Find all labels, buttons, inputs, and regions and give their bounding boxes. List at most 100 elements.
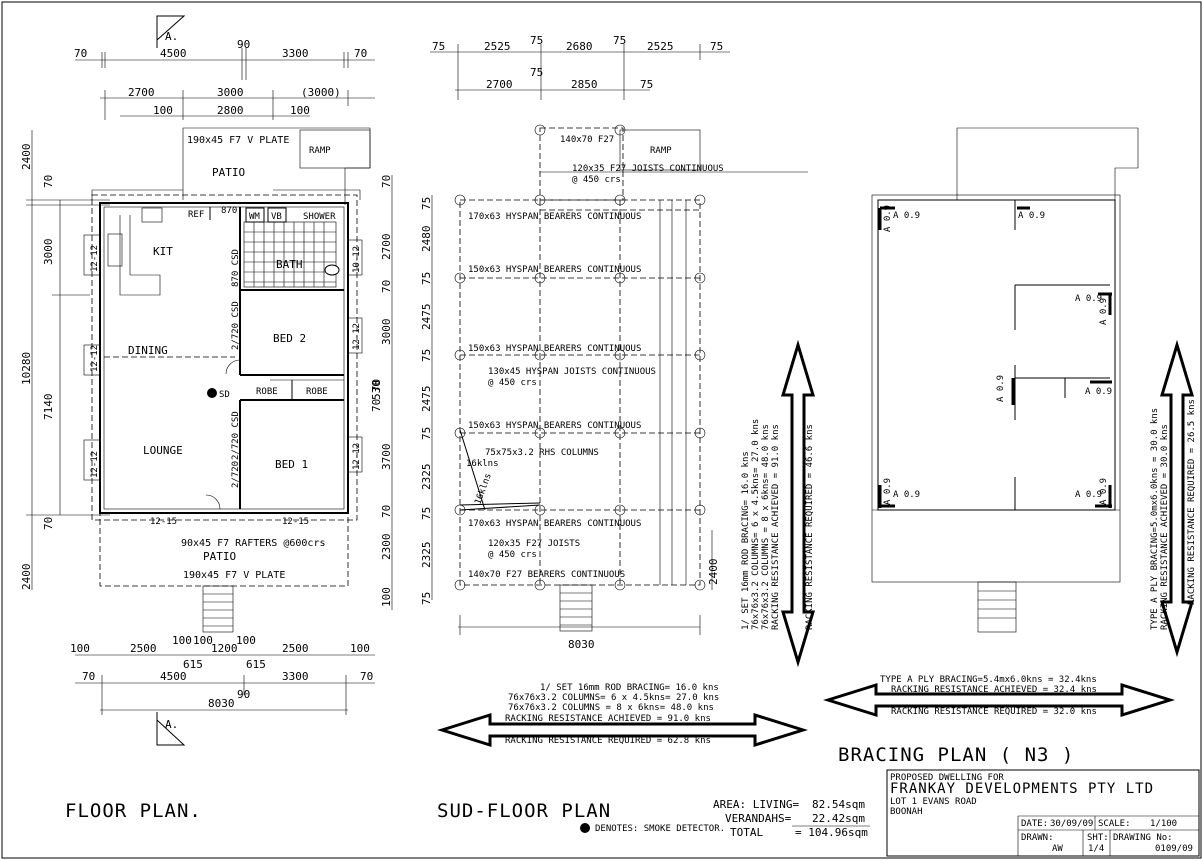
sdim-left-9: 75 — [420, 592, 433, 605]
tb-sht-value: 1/4 — [1088, 844, 1104, 854]
dining-label: DINING — [128, 344, 168, 357]
stairs-floor — [202, 585, 234, 633]
subfloor-piers — [454, 124, 706, 591]
sf-required: RACKING RESISTANCE REQUIRED = 62.8 kns — [505, 736, 711, 746]
legend-smoke-icon — [580, 823, 590, 833]
subfloor-bracing-notes: 1/ SET 16mm ROD BRACING= 16.0 kns 76x76x… — [436, 683, 809, 748]
sdim-top1-1: 2525 — [484, 40, 511, 53]
ramp-top — [299, 129, 371, 169]
sf-label-9: 150x63 HYSPAN BEARERS CONTINUOUS — [468, 421, 641, 431]
dim-right-1: 2700 — [380, 234, 393, 261]
br-vnote-0: TYPE A PLY BRACING=5.0mx6.0kns = 30.0 kn… — [1150, 408, 1160, 630]
dimb1-1: 2500 — [130, 642, 157, 655]
section-marker-top: A. — [156, 15, 186, 48]
br-note-0: TYPE A PLY BRACING=5.4mx6.0kns = 32.4kns — [880, 675, 1097, 685]
sdim-left-7: 2325 — [420, 464, 433, 491]
dimb2-0: 70 — [82, 670, 95, 683]
dimb2-2: 90 — [237, 688, 250, 701]
sf-label-10: 75x75x3.2 RHS COLUMNS — [485, 448, 599, 458]
tb-sht-label: SHT: — [1087, 833, 1109, 843]
subfloor-frame — [454, 124, 808, 632]
kit-label: KIT — [153, 245, 173, 258]
ply-1: A 0.9 — [883, 205, 893, 232]
section-label-bottom: A. — [165, 718, 178, 731]
rafters-label: 90x45 F7 RAFTERS @600crs — [181, 538, 326, 549]
subfloor-labels: 140x70 F27 RAMP 120x35 F27 JOISTS CONTIN… — [466, 135, 724, 580]
subfloor-vertical-notes: 1/ SET 16mm ROD BRACING= 16.0 kns 76x76x… — [741, 339, 816, 668]
patio-bottom-label: PATIO — [203, 550, 236, 563]
dim-left-2: 3000 — [42, 239, 55, 266]
sf-vnote-0: 1/ SET 16mm ROD BRACING= 16.0 kns — [741, 451, 751, 630]
dim-left-1: 70 — [42, 175, 55, 188]
dim-top3-0: 100 — [153, 104, 173, 117]
dim-top3-2: 100 — [290, 104, 310, 117]
ply-panels — [878, 206, 1112, 508]
dim-left-0: 2400 — [20, 144, 33, 171]
sdim-left-7b: 75 — [420, 507, 433, 520]
br-required: RACKING RESISTANCE REQUIRED = 32.0 kns — [891, 707, 1097, 717]
subfloor-plan-title: SUD-FLOOR PLAN — [437, 800, 611, 822]
sf-label-16: 140x70 F27 BEARERS CONTINUOUS — [468, 570, 625, 580]
area-summary: AREA: LIVING= 82.54sqm VERANDAHS= 22.42s… — [580, 798, 870, 839]
dim-top1-4: 70 — [354, 47, 367, 60]
sf-vnote-1: 76x76x3.2 COLUMNS= 6 x 4.5kns= 27.0 kns — [751, 419, 761, 630]
area-verandahs-value: 22.42sqm — [812, 812, 865, 825]
area-living-value: 82.54sqm — [812, 798, 865, 811]
dim-right-0: 70 — [380, 175, 393, 188]
subfloor-dims-left: 75 2480 75 2475 75 2475 75 2325 75 2325 … — [420, 195, 433, 605]
bracing-vertical-notes: TYPE A PLY BRACING=5.0mx6.0kns = 30.0 kn… — [1150, 339, 1197, 658]
bed1-label: BED 1 — [275, 458, 308, 471]
tb-address1: LOT 1 EVANS ROAD — [890, 797, 977, 807]
ply-10: A 0.9 — [1099, 478, 1109, 505]
sf-label-7: 130x45 HYSPAN JOISTS CONTINUOUS — [488, 367, 656, 377]
window-labels: 12-12 12-12 12-12 10-12 12-12 12-12 12-1… — [83, 234, 363, 527]
sf-label-4: 170x63 HYSPAN BEARERS CONTINUOUS — [468, 212, 641, 222]
house-walls — [91, 194, 358, 521]
window-4: 12-12 — [352, 323, 362, 350]
sf-label-0: 140x70 F27 — [560, 135, 614, 145]
sf-note-0: 1/ SET 16mm ROD BRACING= 16.0 kns — [540, 683, 719, 693]
sdim-top1-6: 75 — [710, 40, 723, 53]
patio-top-label: PATIO — [212, 166, 245, 179]
sdim-left-3: 2475 — [420, 304, 433, 331]
room-labels: REF 870 WM VB SHOWER KIT BATH DINING BED… — [128, 206, 336, 488]
ramp-label: RAMP — [309, 146, 331, 156]
ref-label: REF — [188, 210, 204, 220]
dimb1b-1: 615 — [246, 658, 266, 671]
floor-plan-title: FLOOR PLAN. — [65, 800, 202, 822]
shower-label: SHOWER — [303, 212, 336, 222]
br-note-1: RACKING RESISTANCE ACHIEVED = 32.4 kns — [891, 685, 1097, 695]
sf-vrequired: RACKING RESISTANCE REQUIRED = 46.6 kns — [805, 424, 815, 630]
dimb2-1: 4500 — [160, 670, 187, 683]
door-870-label: 870 — [221, 206, 237, 216]
vb-label: VB — [271, 212, 282, 222]
sf-label-12: 16klns — [473, 472, 494, 506]
sdim-left-8: 2325 — [420, 542, 433, 569]
dim-left-3: 10280 — [20, 352, 33, 385]
dim-right-3: 3000 — [380, 319, 393, 346]
bracing-arrow-h — [822, 682, 1176, 718]
plate-top-label: 190x45 F7 V PLATE — [187, 135, 289, 146]
door-2720-label: 2/720 — [231, 461, 241, 488]
ply-8: A 0.9 — [893, 490, 920, 500]
tb-scale-value: 1/100 — [1150, 819, 1177, 829]
area-living-label: AREA: LIVING= — [713, 798, 799, 811]
tb-drawn-value: AW — [1052, 844, 1063, 854]
dim-top2-2: (3000) — [301, 86, 341, 99]
window-3: 10-12 — [352, 246, 362, 273]
bracing-plan-title: BRACING PLAN ( N3 ) — [838, 744, 1074, 766]
window-2: 12-12 — [90, 451, 100, 478]
sdim-top2-2: 2850 — [571, 78, 598, 91]
lounge-label: LOUNGE — [143, 444, 183, 457]
dim-top3-1: 2800 — [217, 104, 244, 117]
cooktop-icon — [107, 233, 123, 267]
dim-right-6: 70 — [380, 505, 393, 518]
tb-proposed: PROPOSED DWELLING FOR — [890, 773, 1004, 783]
sdim-left-6: 75 — [420, 427, 433, 440]
sf-label-5: 150x63 HYSPAN BEARERS CONTINUOUS — [468, 265, 641, 275]
bottom-patio: 90x45 F7 RAFTERS @600crs PATIO 190x45 F7… — [99, 512, 349, 633]
window-7: 12-15 — [282, 517, 309, 527]
sdim-top1-0: 75 — [432, 40, 445, 53]
